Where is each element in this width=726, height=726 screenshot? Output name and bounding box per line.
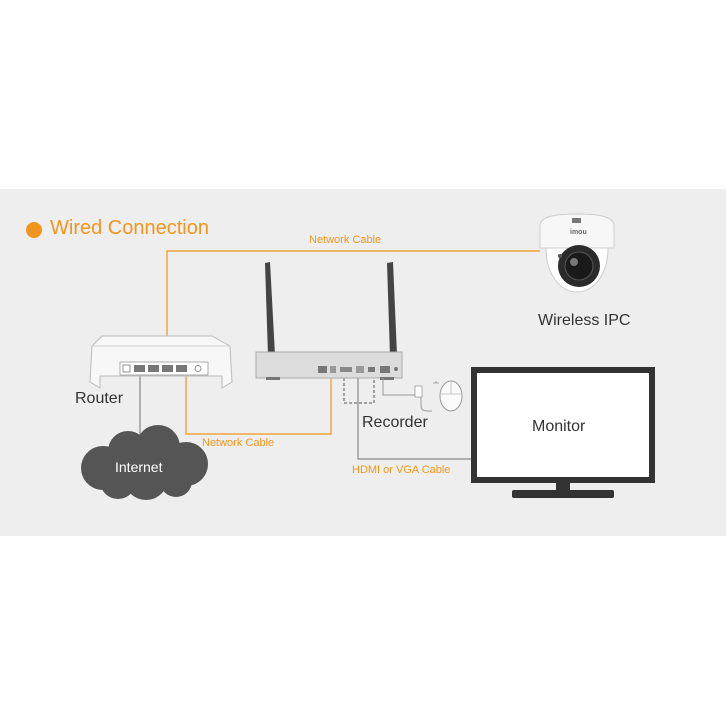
recorder-label: Recorder [362,414,428,431]
router-device [89,335,233,389]
camera-brand-logo: imou [570,229,587,236]
network-cable-top-line [166,250,540,370]
wireless-ipc-label: Wireless IPC [538,312,631,329]
monitor-label: Monitor [532,418,586,435]
hdmi-vga-cable-line [357,378,476,460]
wireless-ipc-camera [539,213,615,293]
internet-label: Internet [115,459,163,475]
hdmi-vga-cable-label: HDMI or VGA Cable [352,464,451,476]
recorder-port-highlight [343,374,375,404]
title-bullet-icon [26,222,42,238]
diagram-title: Wired Connection [50,217,209,239]
network-cable-bottom-line [185,372,332,435]
mouse-device [382,378,463,412]
router-label: Router [75,390,124,407]
recorder-device [255,262,403,380]
monitor-device [471,367,655,498]
network-cable-bottom-label: Network Cable [202,437,275,449]
network-cable-top-label: Network Cable [309,234,382,246]
connection-diagram [81,213,655,500]
internet-cloud [81,425,208,500]
